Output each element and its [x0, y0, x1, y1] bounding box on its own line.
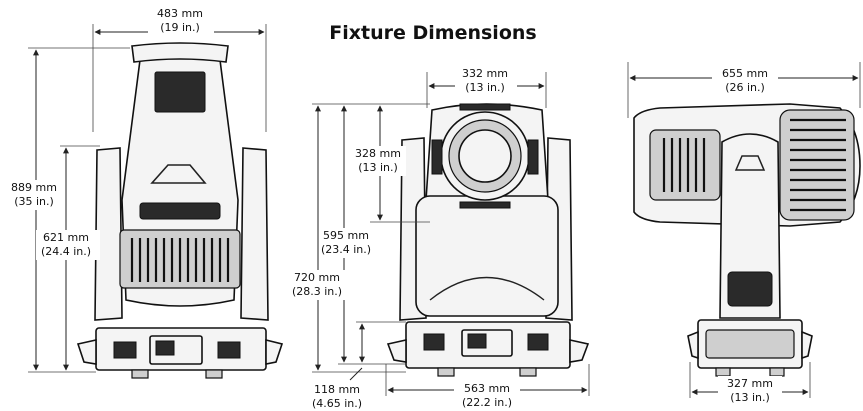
side-head-height-in: (13 in.): [358, 161, 398, 174]
side-head-height-dimension: 328 mm (13 in.): [312, 103, 430, 223]
front-total-height-mm: 889 mm: [11, 181, 57, 194]
side-total-height-dimension: 720 mm (28.3 in.): [286, 105, 406, 373]
tilted-base-width-dimension: 327 mm (13 in.): [689, 362, 811, 406]
front-total-height-in: (35 in.): [14, 195, 54, 208]
front-head-height-dimension: 621 mm (24.4 in.): [36, 145, 100, 371]
tilted-length-dimension: 655 mm (26 in.): [627, 62, 861, 118]
front-total-height-dimension: 889 mm (35 in.): [6, 47, 130, 373]
tilted-length-mm: 655 mm: [722, 67, 768, 80]
side-head-height-mm: 328 mm: [355, 147, 401, 160]
front-width-dimension: 483 mm (19 in.): [92, 6, 267, 132]
side-head-width-mm: 332 mm: [462, 67, 508, 80]
front-width-mm: 483 mm: [157, 7, 203, 20]
side-yoke-height-mm: 595 mm: [323, 229, 369, 242]
front-width-in: (19 in.): [160, 21, 200, 34]
side-total-height-mm: 720 mm: [294, 271, 340, 284]
side-base-height-mm: 118 mm: [314, 383, 360, 396]
side-total-height-in: (28.3 in.): [292, 285, 342, 298]
front-view-fixture: [76, 42, 284, 379]
tilted-length-in: (26 in.): [725, 81, 765, 94]
side-base-height-in: (4.65 in.): [312, 397, 362, 410]
side-base-height-dimension: 118 mm (4.65 in.): [312, 321, 406, 410]
tilted-base-width-in: (13 in.): [730, 391, 770, 404]
side-yoke-height-in: (23.4 in.): [321, 243, 371, 256]
page-title: Fixture Dimensions: [329, 22, 536, 44]
side-base-width-in: (22.2 in.): [462, 396, 512, 409]
side-base-width-mm: 563 mm: [464, 382, 510, 395]
side-view-fixture: [386, 103, 590, 377]
side-yoke-height-dimension: 595 mm (23.4 in.): [316, 105, 406, 365]
front-head-height-mm: 621 mm: [43, 231, 89, 244]
side-base-width-dimension: 563 mm (22.2 in.): [385, 364, 590, 410]
side-head-width-in: (13 in.): [465, 81, 505, 94]
tilted-view-fixture: [633, 103, 861, 377]
side-head-width-dimension: 332 mm (13 in.): [426, 66, 547, 108]
front-head-height-in: (24.4 in.): [41, 245, 91, 258]
tilted-base-width-mm: 327 mm: [727, 377, 773, 390]
